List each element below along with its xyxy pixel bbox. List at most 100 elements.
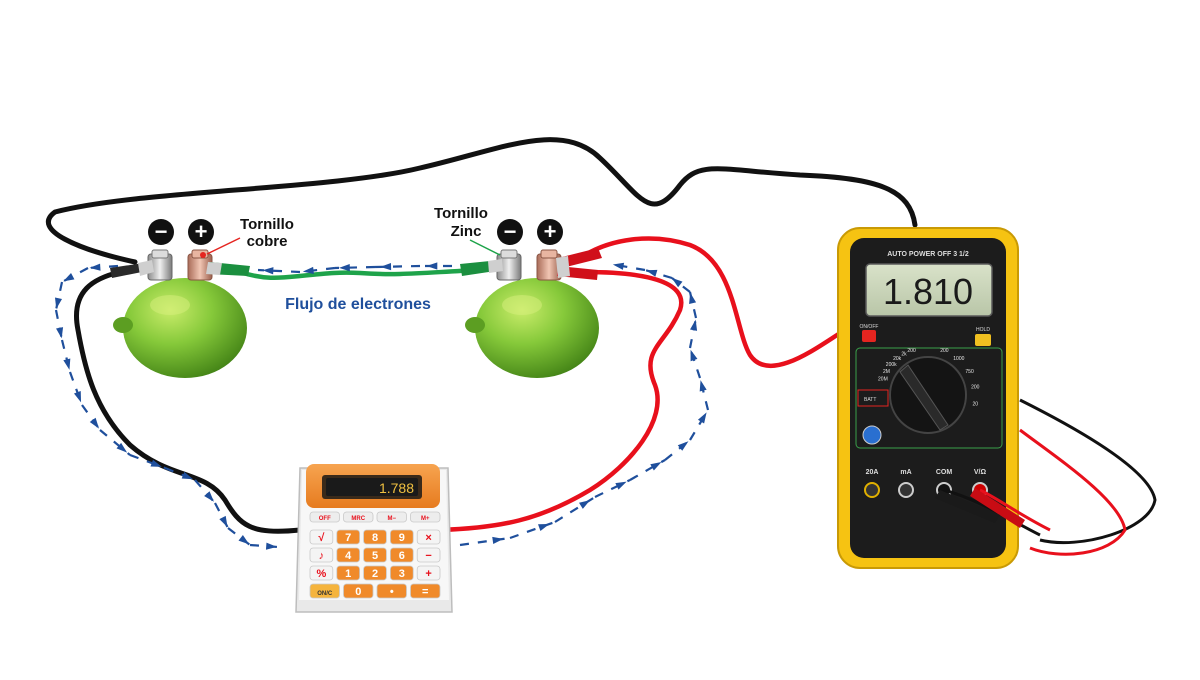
red-wire-calc xyxy=(437,269,684,533)
black-wire-top xyxy=(45,137,918,265)
right-minus-symbol: − xyxy=(497,219,523,245)
electron-flow-dash xyxy=(609,262,646,272)
electron-flow-arrowhead xyxy=(219,515,228,528)
port-20a[interactable] xyxy=(864,482,880,498)
calculator-key-label: ♪ xyxy=(319,550,325,562)
calculator-key[interactable] xyxy=(389,529,414,545)
copper-screw-label-line2: cobre xyxy=(247,233,288,250)
calculator-key[interactable] xyxy=(309,529,334,545)
calculator-display xyxy=(326,478,418,496)
right-copper-screw xyxy=(536,249,562,281)
calculator-key[interactable] xyxy=(343,511,374,523)
copper-screw-label-line1: Tornillo xyxy=(240,216,294,233)
calculator-key[interactable] xyxy=(309,511,340,523)
electron-flow-arrowhead xyxy=(302,266,314,275)
calculator-key[interactable] xyxy=(336,529,360,545)
multimeter-reading: 1.810 xyxy=(883,271,973,312)
calculator-key[interactable] xyxy=(389,565,414,581)
right-red-clip xyxy=(556,248,602,280)
hold-button[interactable] xyxy=(975,334,991,346)
on-off-label: ON/OFF xyxy=(860,324,879,330)
electron-flow-arrowhead xyxy=(426,262,438,270)
calculator-key[interactable] xyxy=(363,529,387,545)
electron-flow-arrows xyxy=(54,262,710,550)
calculator-key[interactable] xyxy=(336,547,360,563)
calculator-key[interactable] xyxy=(389,547,414,563)
on-off-button[interactable] xyxy=(862,330,876,342)
port-ma[interactable] xyxy=(898,482,914,498)
dial-right-label: 200 xyxy=(971,385,980,391)
calculator-key-label: 4 xyxy=(345,550,352,562)
calculator-key-label: M+ xyxy=(421,516,430,522)
calculator-key[interactable] xyxy=(376,583,407,599)
electron-flow-arrowhead xyxy=(538,523,550,531)
dial-right-label: 750 xyxy=(965,369,974,375)
electron-flow-dash xyxy=(299,266,336,274)
calculator-key[interactable] xyxy=(376,511,407,523)
dial-left-label: 20M xyxy=(878,377,888,383)
calculator-key[interactable] xyxy=(309,547,334,563)
electron-flow-arrowhead xyxy=(671,277,683,288)
right-green-clip xyxy=(460,259,503,276)
calculator-key[interactable] xyxy=(309,583,340,599)
calculator-key[interactable] xyxy=(410,583,441,599)
electron-flow-arrowhead xyxy=(690,319,698,331)
calculator-key[interactable] xyxy=(410,511,441,523)
calculator-key-label: 7 xyxy=(345,532,351,544)
electron-flow-dash xyxy=(689,409,709,441)
zinc-pointer-line xyxy=(469,239,501,256)
electron-flow-arrowhead xyxy=(89,417,100,429)
left-plus-text: + xyxy=(195,219,208,244)
calculator-key[interactable] xyxy=(416,547,441,563)
left-minus-text: − xyxy=(155,219,168,244)
calculator-key-label: 8 xyxy=(372,532,378,544)
black-wire-left xyxy=(74,269,303,534)
red-wire-meter xyxy=(582,236,848,369)
electron-flow-arrowhead xyxy=(89,263,101,271)
calculator-key-label: ON/C xyxy=(317,591,333,597)
right-minus-text: − xyxy=(504,219,517,244)
calculator-key[interactable] xyxy=(363,565,387,581)
left-green-clip xyxy=(206,262,250,276)
electron-flow-arrowhead xyxy=(238,534,250,545)
multimeter: AUTO POWER OFF 3 1/2 1.810 ON/OFF HOLD B… xyxy=(837,227,1019,569)
calculator-key-label: = xyxy=(422,586,428,598)
electron-flow-dash xyxy=(68,371,84,406)
electron-flow-arrowhead xyxy=(689,292,697,304)
green-wire xyxy=(237,267,483,280)
left-zinc-screw xyxy=(147,249,173,281)
calculator-key[interactable] xyxy=(336,565,360,581)
calculator-key[interactable] xyxy=(343,583,374,599)
electron-flow-arrowhead xyxy=(612,262,625,270)
electron-flow-arrowhead xyxy=(650,462,662,471)
batt-label: BATT xyxy=(864,397,876,403)
calculator-key-label: • xyxy=(390,586,394,598)
electron-flow-dash xyxy=(99,429,131,456)
calculator-key[interactable] xyxy=(363,547,387,563)
black-probe-plug xyxy=(935,490,1000,523)
red-probe-lead xyxy=(979,428,1127,556)
calculator-key-label: 1 xyxy=(345,568,351,580)
port-ma-label: mA xyxy=(900,469,911,476)
electron-flow-arrowhead xyxy=(677,441,689,451)
electron-flow-label: Flujo de electrones xyxy=(285,296,431,313)
electron-flow-arrowhead xyxy=(73,391,82,403)
calculator-key-label: MRC xyxy=(351,516,365,522)
calculator-key-label: × xyxy=(425,532,431,544)
electron-flow-arrowhead xyxy=(339,264,350,272)
port-20a-label: 20A xyxy=(866,469,879,476)
left-minus-symbol: − xyxy=(148,219,174,245)
electron-flow-arrowhead xyxy=(492,536,504,544)
electron-flow-arrowhead xyxy=(181,471,194,480)
electron-flow-arrowhead xyxy=(56,327,64,339)
calculator-key[interactable] xyxy=(416,529,441,545)
calculator-key-label: 6 xyxy=(399,550,405,562)
calculator-key[interactable] xyxy=(416,565,441,581)
electron-flow-dash xyxy=(594,479,631,498)
electron-flow-arrowhead xyxy=(54,297,63,309)
multimeter-lcd xyxy=(865,263,993,317)
left-copper-screw xyxy=(187,249,213,281)
electron-flow-arrowhead xyxy=(699,380,707,392)
calculator-key[interactable] xyxy=(309,565,334,581)
